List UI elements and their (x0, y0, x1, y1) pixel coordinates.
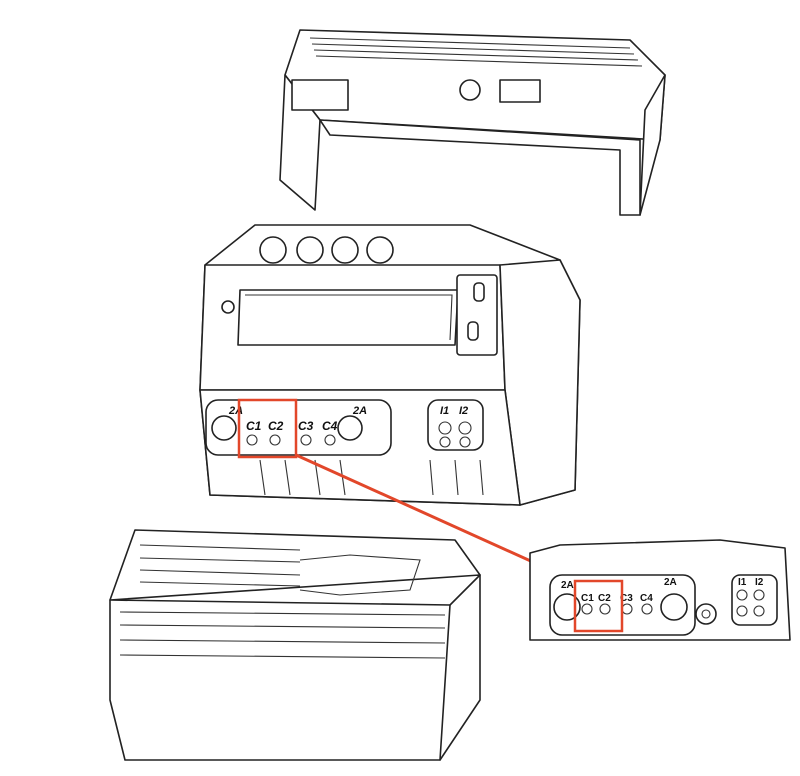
inset-label-fuse-left: 2A (561, 580, 574, 591)
label-c1: C1 (246, 419, 262, 433)
inset-detail-view: 2A C1 C2 C3 C4 2A I1 I2 (529, 539, 791, 641)
inset-label-i1: I1 (738, 577, 747, 588)
meter-body: 2A C1 C2 C3 C4 2A I1 I2 (199, 224, 581, 506)
inset-label-i2: I2 (755, 577, 764, 588)
label-c2: C2 (268, 419, 284, 433)
label-c3: C3 (298, 419, 314, 433)
label-i1: I1 (440, 405, 449, 417)
inset-label-fuse-right: 2A (664, 577, 677, 588)
label-i2: I2 (459, 405, 468, 417)
top-cover (279, 29, 666, 216)
inset-highlight-c1-c2 (573, 579, 624, 633)
label-fuse-right: 2A (352, 405, 367, 417)
inset-label-c3: C3 (620, 593, 633, 604)
bottom-cover (109, 529, 481, 761)
label-c4: C4 (322, 419, 338, 433)
label-fuse-left: 2A (228, 405, 243, 417)
highlight-c1-c2 (237, 398, 298, 459)
inset-label-c4: C4 (640, 593, 653, 604)
inset-label-c1: C1 (581, 593, 594, 604)
inset-label-c2: C2 (598, 593, 611, 604)
